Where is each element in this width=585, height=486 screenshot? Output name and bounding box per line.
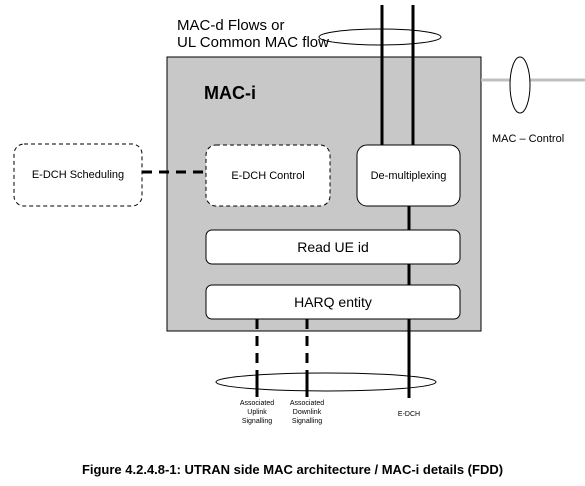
mac-d-flows-line-2: UL Common MAC flow (177, 34, 329, 51)
harq-entity-box (205, 284, 461, 320)
mac-d-flows-line-1: MAC-d Flows or (177, 17, 285, 34)
mac-i-title: MAC-i (204, 83, 256, 103)
assoc-uplink-line-2: Uplink (247, 409, 267, 416)
mac-d-flows-label: MAC-d Flows or UL Common MAC flow (177, 17, 329, 51)
assoc-downlink-line-2: Downlink (292, 409, 322, 416)
mac-d-flows-ellipse (318, 28, 442, 46)
assoc-downlink-label: Associated Downlink Signalling (282, 399, 332, 426)
assoc-uplink-label: Associated Uplink Signalling (232, 399, 282, 426)
demultiplexing-label: De-multiplexing (370, 169, 447, 182)
edch-control-box (205, 144, 331, 207)
read-ue-id-box (205, 229, 461, 265)
mac-control-ellipse (509, 56, 531, 114)
edch-scheduling-box (13, 143, 143, 207)
read-ue-id-label: Read UE id (297, 239, 369, 255)
harq-entity-label: HARQ entity (294, 294, 372, 310)
edch-scheduling-label: E-DCH Scheduling (31, 169, 125, 181)
assoc-downlink-line-3: Signalling (291, 418, 323, 425)
edch-label: E-DCH (397, 411, 421, 418)
assoc-uplink-line-1: Associated (239, 400, 275, 407)
bottom-flows-ellipse (215, 372, 437, 392)
mac-control-label: MAC – Control (492, 133, 565, 145)
figure-caption: Figure 4.2.4.8-1: UTRAN side MAC archite… (81, 462, 504, 477)
assoc-downlink-line-1: Associated (289, 400, 325, 407)
edch-control-label: E-DCH Control (231, 169, 305, 182)
assoc-uplink-line-3: Signalling (241, 418, 273, 425)
